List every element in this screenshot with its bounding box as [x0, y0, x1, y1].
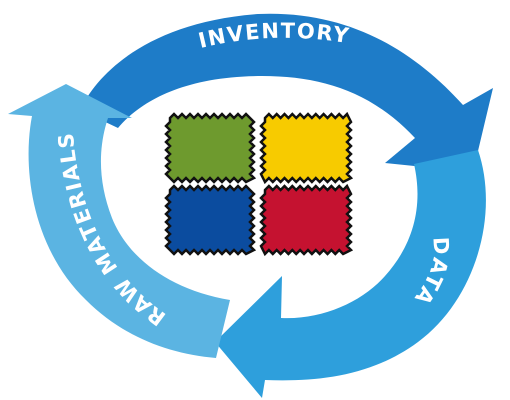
- fabric-swatches: [164, 111, 354, 257]
- inventory-arrow: [80, 13, 493, 173]
- raw-materials-arrow: [8, 84, 230, 358]
- swatch-green: [164, 112, 257, 184]
- data-arrow: [215, 150, 486, 398]
- swatch-yellow: [259, 111, 354, 185]
- swatch-red: [259, 183, 354, 257]
- swatch-blue: [164, 184, 257, 256]
